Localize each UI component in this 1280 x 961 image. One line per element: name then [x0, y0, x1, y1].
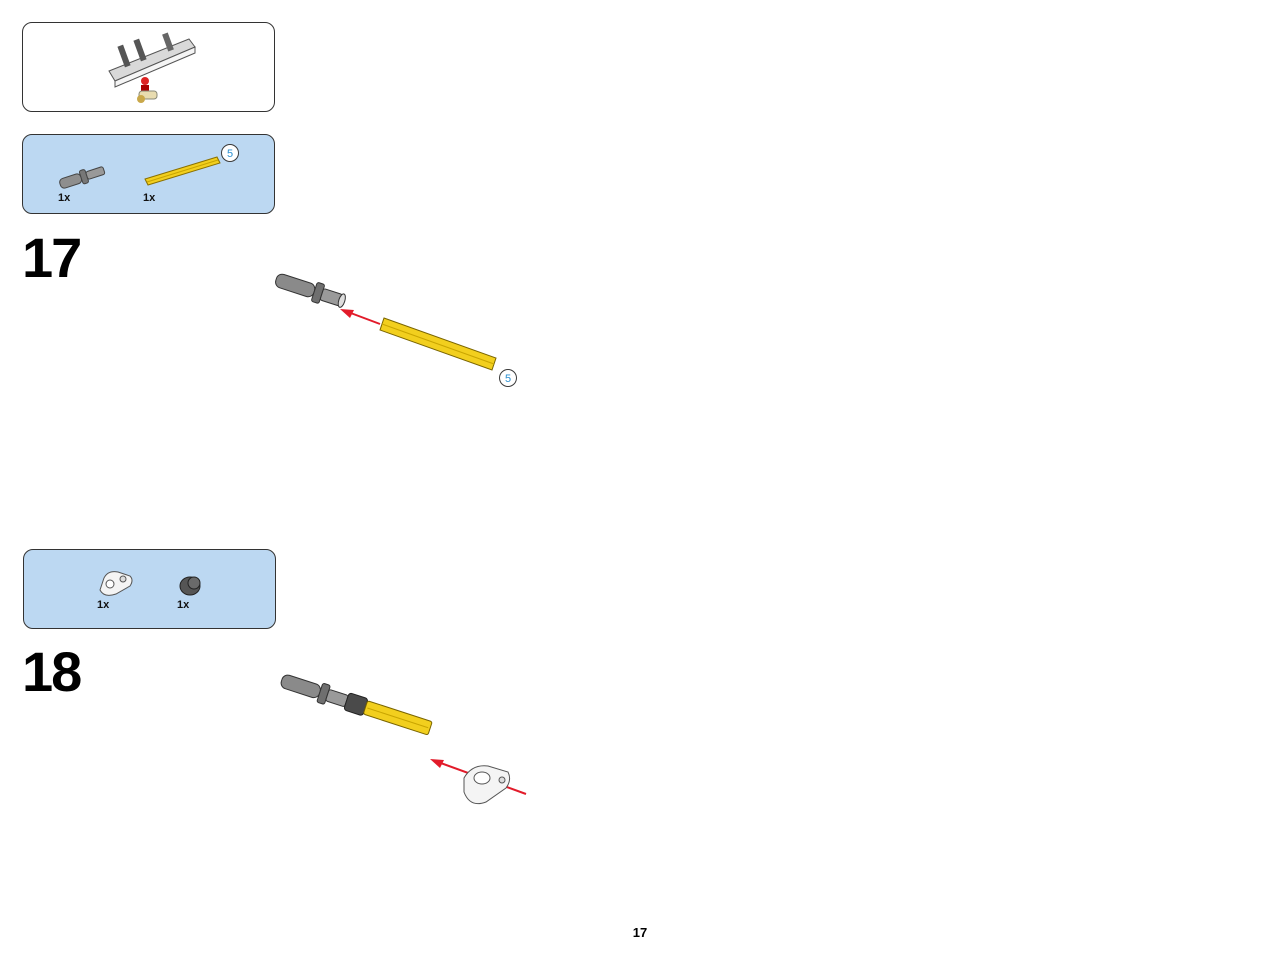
- part-qty: 1x: [97, 599, 110, 611]
- yellow-axle-part-icon: [144, 156, 221, 186]
- part-qty: 1x: [58, 192, 71, 204]
- pin-axle-assembly-illustration: [280, 674, 433, 736]
- submodel-illustration: [108, 32, 196, 103]
- step-18-assembly: [280, 674, 527, 805]
- step-17-assembly: [275, 273, 497, 371]
- dark-gray-bush-part-icon: [179, 576, 201, 596]
- assembly-length-badge: 5: [499, 369, 517, 387]
- submodel-preview: [22, 22, 275, 112]
- axle-length-badge: 5: [221, 144, 239, 162]
- part-qty: 1x: [143, 192, 156, 204]
- gray-pin-part-icon: [59, 166, 106, 189]
- insertion-arrow: [340, 309, 381, 325]
- page-number: 17: [632, 925, 648, 940]
- parts-list-step-17: 1x 5 1x: [22, 134, 275, 214]
- step-number: 17: [22, 226, 82, 289]
- white-cross-block-illustration: [463, 765, 511, 805]
- part-qty: 1x: [177, 599, 190, 611]
- yellow-axle-illustration: [379, 317, 497, 371]
- step-number: 18: [22, 640, 82, 703]
- white-cross-block-part-icon: [99, 571, 133, 596]
- parts-list-step-18: 1x 1x: [23, 549, 276, 629]
- gray-pin-illustration: [275, 273, 346, 308]
